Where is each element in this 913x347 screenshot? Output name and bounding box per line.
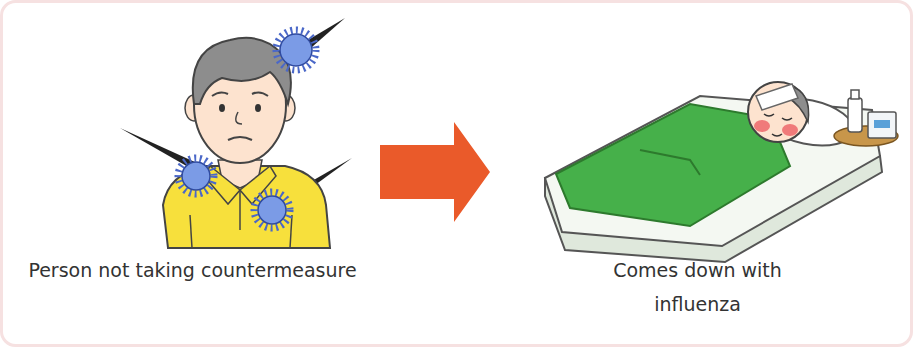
medicine-packet: [868, 112, 896, 138]
person-figure: [120, 18, 352, 248]
bed-figure: [545, 82, 898, 262]
cheek: [782, 124, 798, 136]
packet-label: [874, 120, 890, 128]
nose: [236, 112, 242, 124]
virus: [276, 30, 316, 70]
placket: [239, 190, 241, 230]
virus-spikes: [178, 158, 214, 194]
panel-caption: Comes down with influenza: [578, 253, 818, 321]
mouth: [228, 137, 252, 140]
hair: [193, 38, 291, 104]
bottle-cap: [851, 90, 859, 99]
head: [748, 82, 808, 142]
arm-line: [290, 215, 292, 248]
cheek: [754, 120, 770, 132]
virus: [254, 192, 290, 228]
towel: [756, 84, 798, 110]
virus-body: [182, 162, 210, 190]
illustration-panel: Comes down with influenza: [490, 8, 905, 323]
arm-line: [190, 215, 192, 248]
virus-body: [258, 196, 286, 224]
virus-body: [280, 34, 312, 66]
illustration-panel: Person not taking countermeasure: [5, 8, 380, 323]
blanket-fold: [640, 150, 700, 175]
eyebrow: [252, 92, 268, 96]
panel-caption: Person not taking countermeasure: [5, 253, 380, 287]
medicine-bottle: [848, 98, 862, 132]
closed-eye: [782, 118, 792, 120]
mouth: [772, 134, 782, 136]
closed-eye: [764, 114, 774, 116]
eyebrow: [212, 92, 228, 96]
eye: [255, 104, 261, 112]
virus-spikes: [276, 30, 316, 70]
virus-spikes: [254, 192, 290, 228]
virus: [178, 158, 214, 194]
eye: [219, 104, 225, 112]
block-arrow: [380, 122, 490, 222]
